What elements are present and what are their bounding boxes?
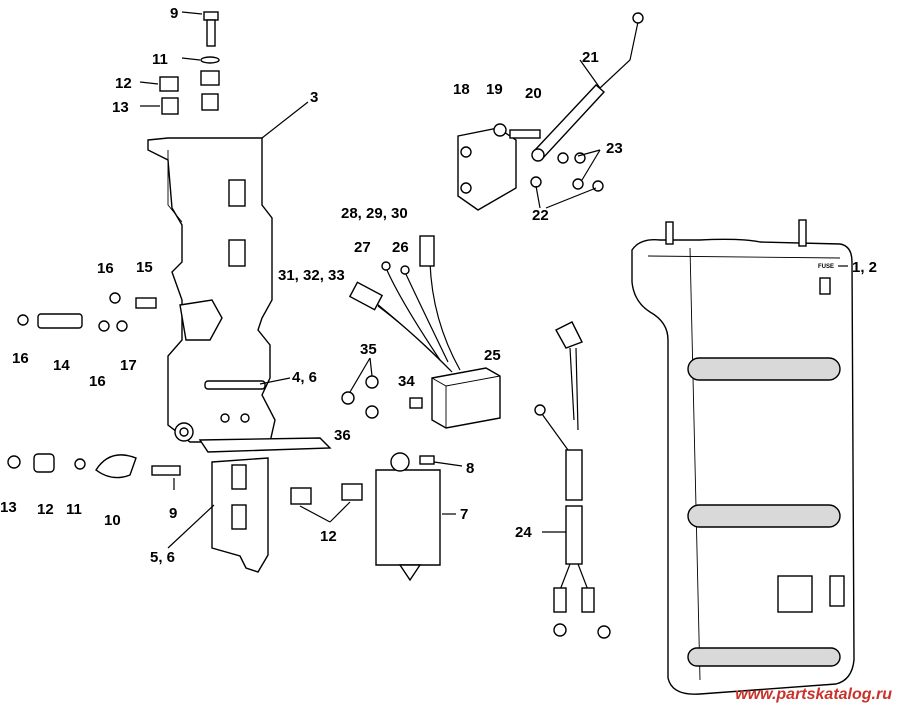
callout-25: 25: [484, 347, 501, 364]
callout-14: 14: [53, 357, 70, 374]
module-7[interactable]: [375, 452, 441, 582]
callout-9-top: 9: [170, 5, 178, 22]
callout-8: 8: [466, 460, 474, 477]
callout-11-top: 11: [152, 51, 168, 68]
electrical-box-cover[interactable]: FUSE: [631, 219, 855, 695]
module-25[interactable]: [431, 367, 501, 429]
callout-7: 7: [460, 506, 468, 523]
callout-13-bottom: 13: [0, 499, 17, 516]
callout-1-2: 1, 2: [852, 259, 877, 276]
callout-12-top: 12: [115, 75, 132, 92]
hardware-stack-top[interactable]: [159, 11, 220, 115]
callout-35: 35: [360, 341, 377, 358]
callout-28-30: 28, 29, 30: [341, 205, 408, 222]
callout-12-mid: 12: [320, 528, 337, 545]
callout-23: 23: [606, 140, 623, 157]
grommets-12[interactable]: [290, 483, 363, 505]
callout-22: 22: [532, 207, 549, 224]
solenoid-assembly[interactable]: [457, 12, 644, 211]
callout-4-6: 4, 6: [292, 369, 317, 386]
callout-18: 18: [453, 81, 470, 98]
callout-24: 24: [515, 524, 532, 541]
callout-27: 27: [354, 239, 371, 256]
callout-labels: 1, 2 3 4, 6 5, 6 7 8 9 9 10 11 11 12 12 …: [0, 5, 877, 566]
fuse-cable[interactable]: [534, 321, 611, 639]
callout-9-bottom: 9: [169, 505, 177, 522]
lower-bracket[interactable]: [211, 457, 269, 573]
callout-5-6: 5, 6: [150, 549, 175, 566]
callout-3: 3: [310, 89, 318, 106]
callout-16-b: 16: [12, 350, 29, 367]
wiring-harness[interactable]: [348, 235, 461, 373]
callout-12-left: 12: [37, 501, 54, 518]
hardware-left[interactable]: [7, 292, 435, 479]
callout-10: 10: [104, 512, 121, 529]
callout-31-33: 31, 32, 33: [278, 267, 345, 284]
callout-34: 34: [398, 373, 415, 390]
callout-36: 36: [334, 427, 351, 444]
callout-16-c: 16: [89, 373, 106, 390]
callout-15: 15: [136, 259, 153, 276]
callout-20: 20: [525, 85, 542, 102]
watermark: www.partskatalog.ru: [735, 686, 892, 703]
callout-17: 17: [120, 357, 137, 374]
callout-13-top: 13: [112, 99, 129, 116]
mounting-bracket[interactable]: [147, 137, 332, 453]
callout-21: 21: [582, 49, 599, 66]
callout-16-a: 16: [97, 260, 114, 277]
callout-26: 26: [392, 239, 409, 256]
fuse-label: FUSE: [818, 264, 834, 270]
callout-11-bottom: 11: [66, 501, 82, 518]
callout-19: 19: [486, 81, 503, 98]
leader-lines: [139, 11, 848, 549]
plugs-34-36[interactable]: [341, 375, 423, 419]
